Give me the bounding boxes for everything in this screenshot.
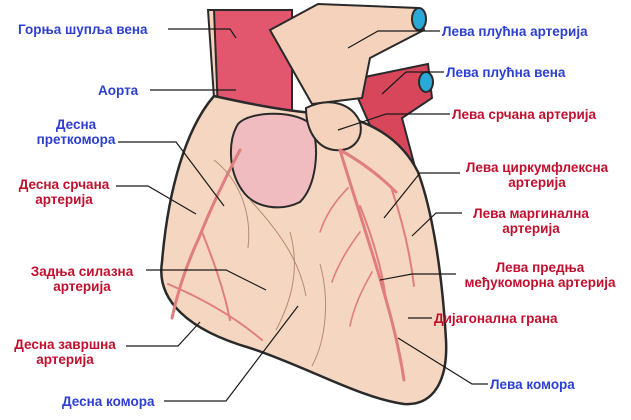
label-right-marginal-line1: Десна завршна xyxy=(6,337,124,352)
label-left-circumflex-line1: Лева циркумфлексна xyxy=(458,160,616,175)
label-left-anterior-descending-artery: Лева предња међукоморна артерија xyxy=(456,260,624,290)
label-posterior-descending-line1: Задња силазна xyxy=(22,264,142,279)
label-right-coronary-line2: артерија xyxy=(12,192,116,207)
leader-right-marginal xyxy=(126,322,200,346)
label-left-ventricle: Лева комора xyxy=(490,377,575,392)
label-left-circumflex-artery: Лева циркумфлексна артерија xyxy=(458,160,616,190)
label-left-coronary-artery: Лева срчана артерија xyxy=(452,107,596,122)
label-posterior-descending-artery: Задња силазна артерија xyxy=(22,264,142,294)
label-aorta: Аорта xyxy=(98,83,138,98)
label-left-pulmonary-vein: Лева плућна вена xyxy=(446,65,565,80)
label-left-circumflex-line2: артерија xyxy=(458,175,616,190)
label-superior-vena-cava: Горња шупља вена xyxy=(18,22,148,37)
pulmonary-artery-opening xyxy=(412,8,426,30)
label-right-coronary-artery: Десна срчана артерија xyxy=(12,177,116,207)
label-right-marginal-line2: артерија xyxy=(6,352,124,367)
aortic-root-shape xyxy=(231,114,316,208)
label-right-ventricle: Десна комора xyxy=(62,394,155,409)
label-left-anterior-descending-line2: међукоморна артерија xyxy=(456,275,624,290)
label-left-marginal-line1: Лева маргинална xyxy=(462,206,600,221)
label-right-atrium-line1: Десна xyxy=(30,117,122,132)
label-right-coronary-line1: Десна срчана xyxy=(12,177,116,192)
label-left-marginal-artery: Лева маргинална артерија xyxy=(462,206,600,236)
label-left-marginal-line2: артерија xyxy=(462,221,600,236)
label-right-atrium: Десна преткомора xyxy=(30,117,122,147)
label-right-marginal-artery: Десна завршна артерија xyxy=(6,337,124,367)
label-diagonal-branch: Дијагонална грана xyxy=(434,311,558,326)
label-left-anterior-descending-line1: Лева предња xyxy=(456,260,624,275)
pulmonary-vein-opening xyxy=(419,72,433,92)
label-posterior-descending-line2: артерија xyxy=(22,279,142,294)
label-right-atrium-line2: преткомора xyxy=(30,132,122,147)
label-left-pulmonary-artery: Лева плућна артерија xyxy=(442,24,588,39)
